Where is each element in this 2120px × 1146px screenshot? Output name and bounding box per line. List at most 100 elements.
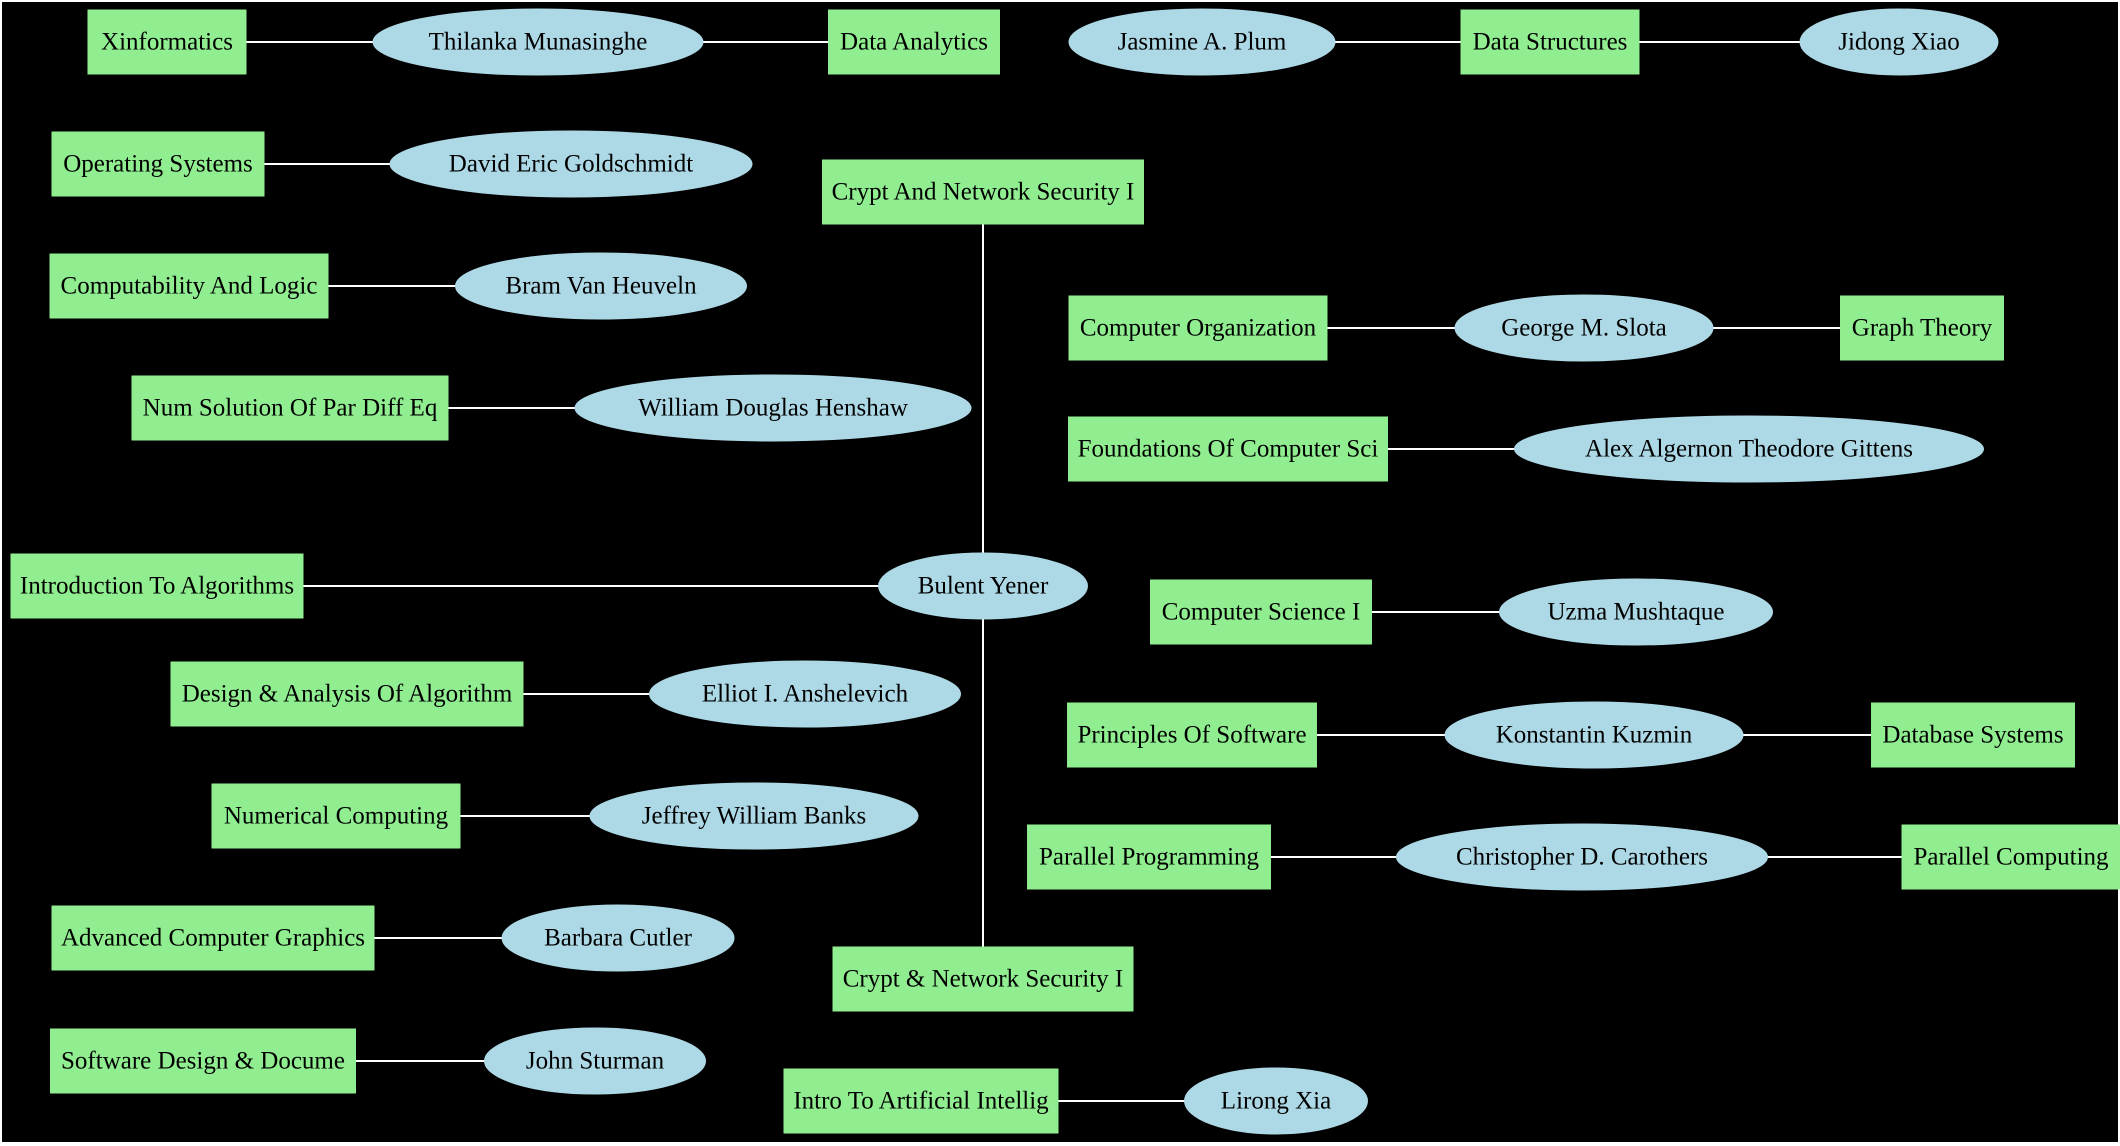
course-node: Operating Systems <box>51 131 265 197</box>
course-node-box <box>1460 9 1640 75</box>
course-node-label: Computability And Logic <box>61 273 318 300</box>
instructor-node-label: David Eric Goldschmidt <box>449 151 693 178</box>
course-node: Parallel Programming <box>1027 824 1271 890</box>
course-node: Introduction To Algorithms <box>10 553 304 619</box>
instructor-node-ellipse <box>1514 415 1984 483</box>
course-node: Advanced Computer Graphics <box>51 905 375 971</box>
course-node-label: Data Structures <box>1473 29 1628 56</box>
course-node-box <box>87 9 247 75</box>
course-node: Computability And Logic <box>49 253 329 319</box>
course-node-label: Data Analytics <box>840 29 988 56</box>
course-node-label: Parallel Computing <box>1913 844 2109 871</box>
course-node: Parallel Computing <box>1901 824 2120 890</box>
course-node-box <box>1068 416 1388 482</box>
course-node: Software Design & Docume <box>50 1028 356 1094</box>
instructor-node-ellipse <box>1396 823 1768 891</box>
instructor-node-ellipse <box>574 374 972 442</box>
instructor-node: Uzma Mushtaque <box>1499 578 1773 646</box>
course-node-box <box>1840 295 2004 361</box>
course-node-box <box>49 253 329 319</box>
course-node-label: Computer Organization <box>1080 315 1317 342</box>
instructor-node-ellipse <box>501 904 735 972</box>
course-node-box <box>51 905 375 971</box>
instructor-node-ellipse <box>589 782 919 850</box>
instructor-node-ellipse <box>389 130 753 198</box>
instructor-node: Thilanka Munasinghe <box>372 8 704 76</box>
course-node-label: Intro To Artificial Intellig <box>793 1088 1049 1115</box>
course-node: Numerical Computing <box>211 783 461 849</box>
course-node: Data Analytics <box>828 9 1000 75</box>
course-node: Num Solution Of Par Diff Eq <box>131 375 449 441</box>
course-node: Intro To Artificial Intellig <box>783 1068 1059 1134</box>
course-node-label: Num Solution Of Par Diff Eq <box>143 395 438 422</box>
instructor-node-label: Jasmine A. Plum <box>1118 29 1287 56</box>
instructor-node: Alex Algernon Theodore Gittens <box>1514 415 1984 483</box>
instructor-node-label: Jeffrey William Banks <box>642 803 866 830</box>
course-node-box <box>10 553 304 619</box>
course-node: Computer Science I <box>1150 579 1372 645</box>
instructor-node: Elliot I. Anshelevich <box>649 660 961 728</box>
course-node-label: Xinformatics <box>101 29 233 56</box>
course-node-box <box>50 1028 356 1094</box>
course-node: Crypt And Network Security I <box>822 159 1144 225</box>
course-node-label: Foundations Of Computer Sci <box>1078 436 1379 463</box>
course-node-box <box>51 131 265 197</box>
course-node-box <box>1871 702 2075 768</box>
course-node: Design & Analysis Of Algorithm <box>170 661 524 727</box>
instructor-node-ellipse <box>1068 8 1336 76</box>
instructor-node-ellipse <box>1454 294 1714 362</box>
course-node: Computer Organization <box>1068 295 1328 361</box>
course-node: Database Systems <box>1871 702 2075 768</box>
instructor-node: Jidong Xiao <box>1799 8 1999 76</box>
course-node-label: Crypt And Network Security I <box>832 179 1135 206</box>
course-node-box <box>1068 295 1328 361</box>
course-node-label: Introduction To Algorithms <box>20 573 294 600</box>
course-node-label: Principles Of Software <box>1077 722 1306 749</box>
instructor-node-ellipse <box>1499 578 1773 646</box>
instructor-node: William Douglas Henshaw <box>574 374 972 442</box>
course-node-box <box>1150 579 1372 645</box>
course-node-label: Crypt & Network Security I <box>843 966 1124 993</box>
instructor-node-label: Jidong Xiao <box>1838 29 1960 56</box>
course-node-box <box>783 1068 1059 1134</box>
course-node: Principles Of Software <box>1067 702 1317 768</box>
instructor-node-ellipse <box>1184 1067 1368 1135</box>
course-node-label: Software Design & Docume <box>61 1048 345 1075</box>
instructor-node-label: Thilanka Munasinghe <box>429 29 648 56</box>
course-node-box <box>1901 824 2120 890</box>
instructor-node-ellipse <box>1799 8 1999 76</box>
instructor-node: Konstantin Kuzmin <box>1444 701 1744 769</box>
course-node: Xinformatics <box>87 9 247 75</box>
instructor-node: Bram Van Heuveln <box>455 252 747 320</box>
instructor-node-ellipse <box>372 8 704 76</box>
course-node-label: Design & Analysis Of Algorithm <box>182 681 513 708</box>
course-node-box <box>828 9 1000 75</box>
course-node-label: Graph Theory <box>1852 315 1993 342</box>
instructor-node: David Eric Goldschmidt <box>389 130 753 198</box>
instructor-node-label: Lirong Xia <box>1221 1088 1331 1115</box>
instructor-node: George M. Slota <box>1454 294 1714 362</box>
instructor-node-label: Bulent Yener <box>918 573 1049 600</box>
course-node-label: Operating Systems <box>63 151 253 178</box>
instructor-node: Jeffrey William Banks <box>589 782 919 850</box>
instructor-node-label: Elliot I. Anshelevich <box>702 681 909 708</box>
nodes-layer: Xinformatics Data Analytics Data Structure… <box>10 8 2120 1135</box>
course-node-box <box>1067 702 1317 768</box>
instructor-node: Bulent Yener <box>878 552 1088 620</box>
course-node-label: Parallel Programming <box>1039 844 1260 871</box>
course-node-label: Numerical Computing <box>224 803 449 830</box>
course-node-box <box>1027 824 1271 890</box>
course-node: Graph Theory <box>1840 295 2004 361</box>
instructor-node-label: John Sturman <box>526 1048 665 1075</box>
course-node-label: Advanced Computer Graphics <box>61 925 365 952</box>
course-node-box <box>211 783 461 849</box>
course-node-box <box>832 946 1134 1012</box>
instructor-node-ellipse <box>1444 701 1744 769</box>
course-node-label: Computer Science I <box>1162 599 1361 626</box>
course-node-box <box>822 159 1144 225</box>
course-node-box <box>131 375 449 441</box>
instructor-node: Barbara Cutler <box>501 904 735 972</box>
instructor-node: Jasmine A. Plum <box>1068 8 1336 76</box>
course-node-label: Database Systems <box>1882 722 2063 749</box>
course-node-box <box>170 661 524 727</box>
